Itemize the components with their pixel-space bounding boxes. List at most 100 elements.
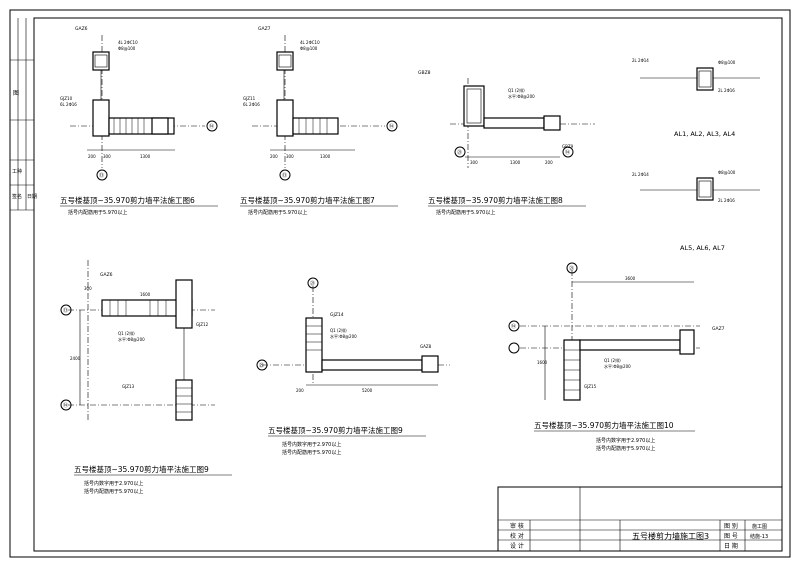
al-detail-2: 2L 2Φ14 Φ8@100 2L 2Φ16 AL5, AL6, AL7 [632, 170, 760, 252]
d9b-axis-h: ㉕ [259, 362, 264, 369]
d10-axis-h: ⑭ [511, 323, 516, 330]
d6-dim-2: 1300 [140, 154, 151, 159]
d6-title: 五号楼基顶~35.970剪力墙平法施工图6 [60, 195, 195, 205]
left-strip: 图 工种 签名 日期 [10, 18, 37, 211]
tb-row-1: 校 对 [510, 532, 524, 540]
d10-dim-0: 3600 [625, 276, 636, 281]
d7-dim-0: 200 [270, 154, 278, 159]
d9a-label-2: 水平:Φ8@200 [118, 336, 145, 342]
d10-note1: 括号内数字用于2.970以上 [596, 437, 655, 444]
d6-axis-h: ⑭ [209, 123, 214, 130]
al1-label-2: 2L 2Φ16 [718, 88, 735, 93]
d9a-note2: 括号内配筋用于5.970以上 [84, 488, 143, 495]
tb-drawing-title: 五号楼剪力墙施工图3 [632, 531, 709, 541]
d9a-dim-2: 1600 [140, 292, 151, 297]
tb-row-0: 审 核 [510, 522, 524, 530]
d7-title: 五号楼基顶~35.970剪力墙平法施工图7 [240, 195, 375, 205]
d6-note1: 括号内配筋用于5.970以上 [68, 209, 127, 216]
d9b-dim-1: 200 [296, 388, 304, 393]
detail-10: GAZ7 Q1 (2排) 水平:Φ8@200 GJZ15 3600 1600 ㉑… [508, 262, 725, 452]
d9a-title: 五号楼基顶~35.970剪力墙平法施工图9 [74, 464, 209, 474]
d10-dim-1: 1600 [537, 360, 548, 365]
d6-label-3: GJZ10 [60, 96, 73, 101]
detail-9b: GJZ14 Q1 (2排) 水平:Φ8@200 GAZ8 5200 200 ㉑ … [256, 277, 450, 456]
d7-label-3: GJZ11 [243, 96, 256, 101]
strip-cell-3: 日期 [27, 194, 37, 200]
al1-label-0: 2L 2Φ14 [632, 58, 649, 63]
title-block: 审 核 校 对 设 计 五号楼剪力墙施工图3 图 别 图 号 日 期 施工图 结… [497, 486, 783, 552]
d9b-note1: 括号内数字用于2.970以上 [282, 441, 341, 448]
d9b-dim-0: 5200 [362, 388, 373, 393]
strip-cell-1: 工种 [12, 168, 22, 175]
d7-label-2: Φ8@100 [300, 46, 318, 51]
tb-value-1: 结施-13 [750, 533, 768, 540]
outer-frame [9, 9, 791, 558]
al1-caption: AL1, AL2, AL3, AL4 [674, 130, 735, 138]
strip-cell-0: 图 [13, 90, 19, 97]
d10-label-0: GAZ7 [712, 326, 725, 332]
d7-label-4: 6L 2Φ16 [243, 102, 260, 107]
d6-dim-0: 200 [88, 154, 96, 159]
al1-label-1: Φ8@100 [718, 60, 736, 65]
d8-dim-2: 200 [545, 160, 553, 165]
d10-label-3: GJZ15 [584, 384, 597, 389]
inner-frame [33, 17, 783, 552]
d8-dim-1: 1300 [510, 160, 521, 165]
d6-dim-1: 300 [103, 154, 111, 159]
d6-label-1: 4L 2ΦC10 [118, 40, 138, 45]
d10-axis-v: ㉑ [569, 265, 574, 272]
d8-axis-h: ⑭ [565, 149, 570, 156]
d9b-label-0: GJZ14 [330, 312, 344, 318]
d7-axis-v: ⑬ [282, 172, 287, 179]
d8-title: 五号楼基顶~35.970剪力墙平法施工图8 [428, 195, 563, 205]
tb-field-1: 图 号 [724, 533, 738, 540]
d10-title: 五号楼基顶~35.970剪力墙平法施工图10 [534, 420, 674, 430]
detail-6: GAZ6 4L 2ΦC10 Φ8@100 GJZ10 6L 2Φ16 200 3… [60, 26, 218, 216]
d10-label-2: 水平:Φ8@200 [604, 363, 631, 369]
d9b-label-3: GAZ8 [420, 344, 432, 349]
d10-note2: 括号内配筋用于5.970以上 [596, 445, 655, 452]
d9a-dim-1: 300 [84, 286, 92, 291]
detail-9a: GAZ6 Q1 (2排) 水平:Φ8@200 GJZ12 GJZ13 2400 … [60, 260, 232, 495]
d6-label-2: Φ8@100 [118, 46, 136, 51]
d6-label-4: 6L 2Φ16 [60, 102, 77, 107]
detail-7: GAZ7 4L 2ΦC10 Φ8@100 GJZ11 6L 2Φ16 200 3… [240, 26, 398, 216]
d10-label-1: Q1 (2排) [604, 357, 621, 363]
al2-label-2: 2L 2Φ16 [718, 198, 735, 203]
al2-label-0: 2L 2Φ14 [632, 172, 649, 177]
d9a-axis-v: ⑬ [63, 307, 68, 314]
d6-axis-v: ⑬ [99, 172, 104, 179]
d9b-label-2: 水平:Φ8@200 [330, 333, 357, 339]
d7-dim-2: 1300 [320, 154, 331, 159]
d9a-label-0: GAZ6 [100, 272, 113, 278]
d8-axis-v: ㉑ [457, 149, 462, 156]
tb-field-0: 图 别 [724, 522, 738, 530]
d7-label-0: GAZ7 [258, 26, 271, 32]
d7-dim-1: 300 [286, 154, 294, 159]
al2-caption: AL5, AL6, AL7 [680, 244, 725, 252]
d9b-note2: 括号内配筋用于5.970以上 [282, 449, 341, 456]
d8-label-0: GBZ8 [418, 70, 431, 76]
d9b-title: 五号楼基顶~35.970剪力墙平法施工图9 [268, 425, 403, 435]
al-detail-1: 2L 2Φ14 Φ8@100 2L 2Φ16 AL1, AL2, AL3, AL… [632, 58, 760, 138]
d7-note1: 括号内配筋用于5.970以上 [248, 209, 307, 216]
d9a-label-1: Q1 (2排) [118, 330, 135, 336]
strip-cell-2: 签名 [12, 193, 22, 200]
d9a-label-3: GJZ12 [196, 322, 209, 327]
d8-dim-0: 300 [470, 160, 478, 165]
d7-axis-h: ⑭ [389, 123, 394, 130]
d9a-note1: 括号内数字用于2.970以上 [84, 480, 143, 487]
d8-note1: 括号内配筋用于5.970以上 [436, 209, 495, 216]
d9a-axis-h: ⑭ [63, 402, 68, 409]
tb-row-2: 设 计 [510, 542, 524, 550]
d7-label-1: 4L 2ΦC10 [300, 40, 320, 45]
d9a-label-4: GJZ13 [122, 384, 135, 389]
d9a-dim-0: 2400 [70, 356, 81, 361]
d6-label-0: GAZ6 [75, 26, 88, 32]
d8-label-1: Q1 (2排) [508, 87, 525, 93]
al2-label-1: Φ8@100 [718, 170, 736, 175]
d8-label-2: 水平:Φ8@200 [508, 93, 535, 99]
detail-8: GBZ8 Q1 (2排) 水平:Φ8@200 GBZ9 300 1300 200… [418, 70, 595, 216]
tb-field-2: 日 期 [724, 542, 738, 550]
